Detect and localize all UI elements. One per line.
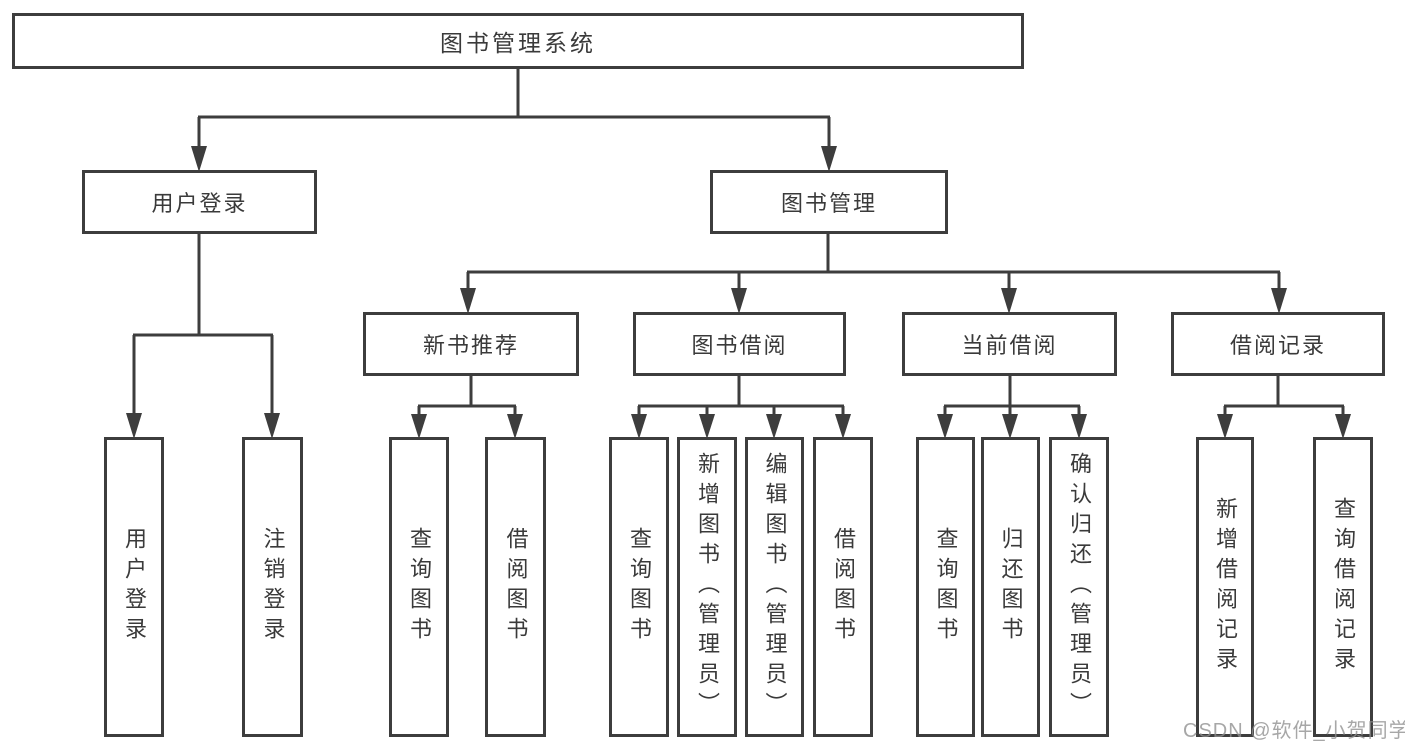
leaf-logout: 注销登录: [242, 437, 303, 737]
leaf-label: 归还图书: [998, 527, 1024, 647]
leaf-label: 借阅图书: [831, 527, 856, 647]
node-new-book-recommend: 新书推荐: [363, 312, 579, 376]
leaf-label: 查询图书: [627, 527, 652, 647]
leaf-label: 确认归还（管理员）: [1067, 452, 1092, 722]
node-label: 图书借阅: [691, 333, 788, 358]
leaf-add-borrow-record: 新增借阅记录: [1196, 437, 1254, 737]
node-user-login: 用户登录: [82, 170, 317, 234]
leaf-label: 注销登录: [260, 527, 286, 647]
node-label: 当前借阅: [961, 333, 1058, 358]
node-book-borrow: 图书借阅: [633, 312, 846, 376]
node-book-management: 图书管理: [710, 170, 948, 234]
leaf-label: 借阅图书: [503, 527, 529, 647]
leaf-add-book-admin: 新增图书（管理员）: [677, 437, 737, 737]
leaf-label: 查询图书: [407, 527, 432, 647]
leaf-label: 新增借阅记录: [1213, 497, 1238, 677]
leaf-borrow-book: 借阅图书: [813, 437, 873, 737]
node-current-borrow: 当前借阅: [902, 312, 1117, 376]
leaf-borrow-query-book: 查询图书: [609, 437, 669, 737]
leaf-confirm-return-admin: 确认归还（管理员）: [1049, 437, 1109, 737]
leaf-recommend-query-book: 查询图书: [389, 437, 449, 737]
node-label: 用户登录: [151, 191, 248, 216]
node-library-management-system: 图书管理系统: [12, 13, 1024, 69]
node-label: 借阅记录: [1229, 333, 1326, 358]
node-borrow-record: 借阅记录: [1171, 312, 1385, 376]
leaf-label: 新增图书（管理员）: [695, 452, 720, 722]
leaf-label: 查询借阅记录: [1331, 497, 1356, 677]
leaf-recommend-borrow-book: 借阅图书: [485, 437, 546, 737]
leaf-label: 用户登录: [122, 527, 147, 647]
leaf-user-login: 用户登录: [104, 437, 164, 737]
leaf-label: 查询图书: [933, 527, 959, 647]
leaf-current-query-book: 查询图书: [916, 437, 975, 737]
leaf-return-book: 归还图书: [981, 437, 1040, 737]
watermark: CSDN @软件_小贺同学: [1183, 720, 1405, 742]
leaf-query-borrow-record: 查询借阅记录: [1313, 437, 1373, 737]
node-label: 新书推荐: [422, 333, 519, 358]
leaf-label: 编辑图书（管理员）: [762, 452, 788, 722]
node-label: 图书管理系统: [440, 30, 596, 56]
node-label: 图书管理: [780, 191, 877, 216]
leaf-edit-book-admin: 编辑图书（管理员）: [745, 437, 804, 737]
